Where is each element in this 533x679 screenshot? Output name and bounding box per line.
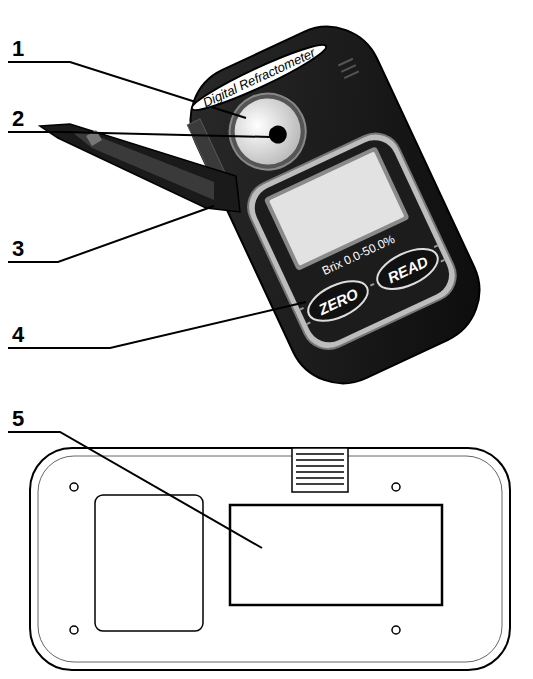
callout-number: 5 [12, 406, 24, 432]
callout-number: 1 [12, 36, 24, 62]
leader-lines [8, 62, 306, 548]
brand-badge: Digital Refractometer [187, 36, 332, 118]
callout-number: 2 [12, 106, 24, 132]
node-text: Digital Refractometer [201, 44, 318, 109]
callout-number: 3 [12, 236, 24, 262]
callout-number: 4 [12, 322, 24, 348]
device-back [30, 448, 510, 670]
lid-flap [40, 124, 240, 212]
zero-button: ZERO [301, 272, 375, 331]
